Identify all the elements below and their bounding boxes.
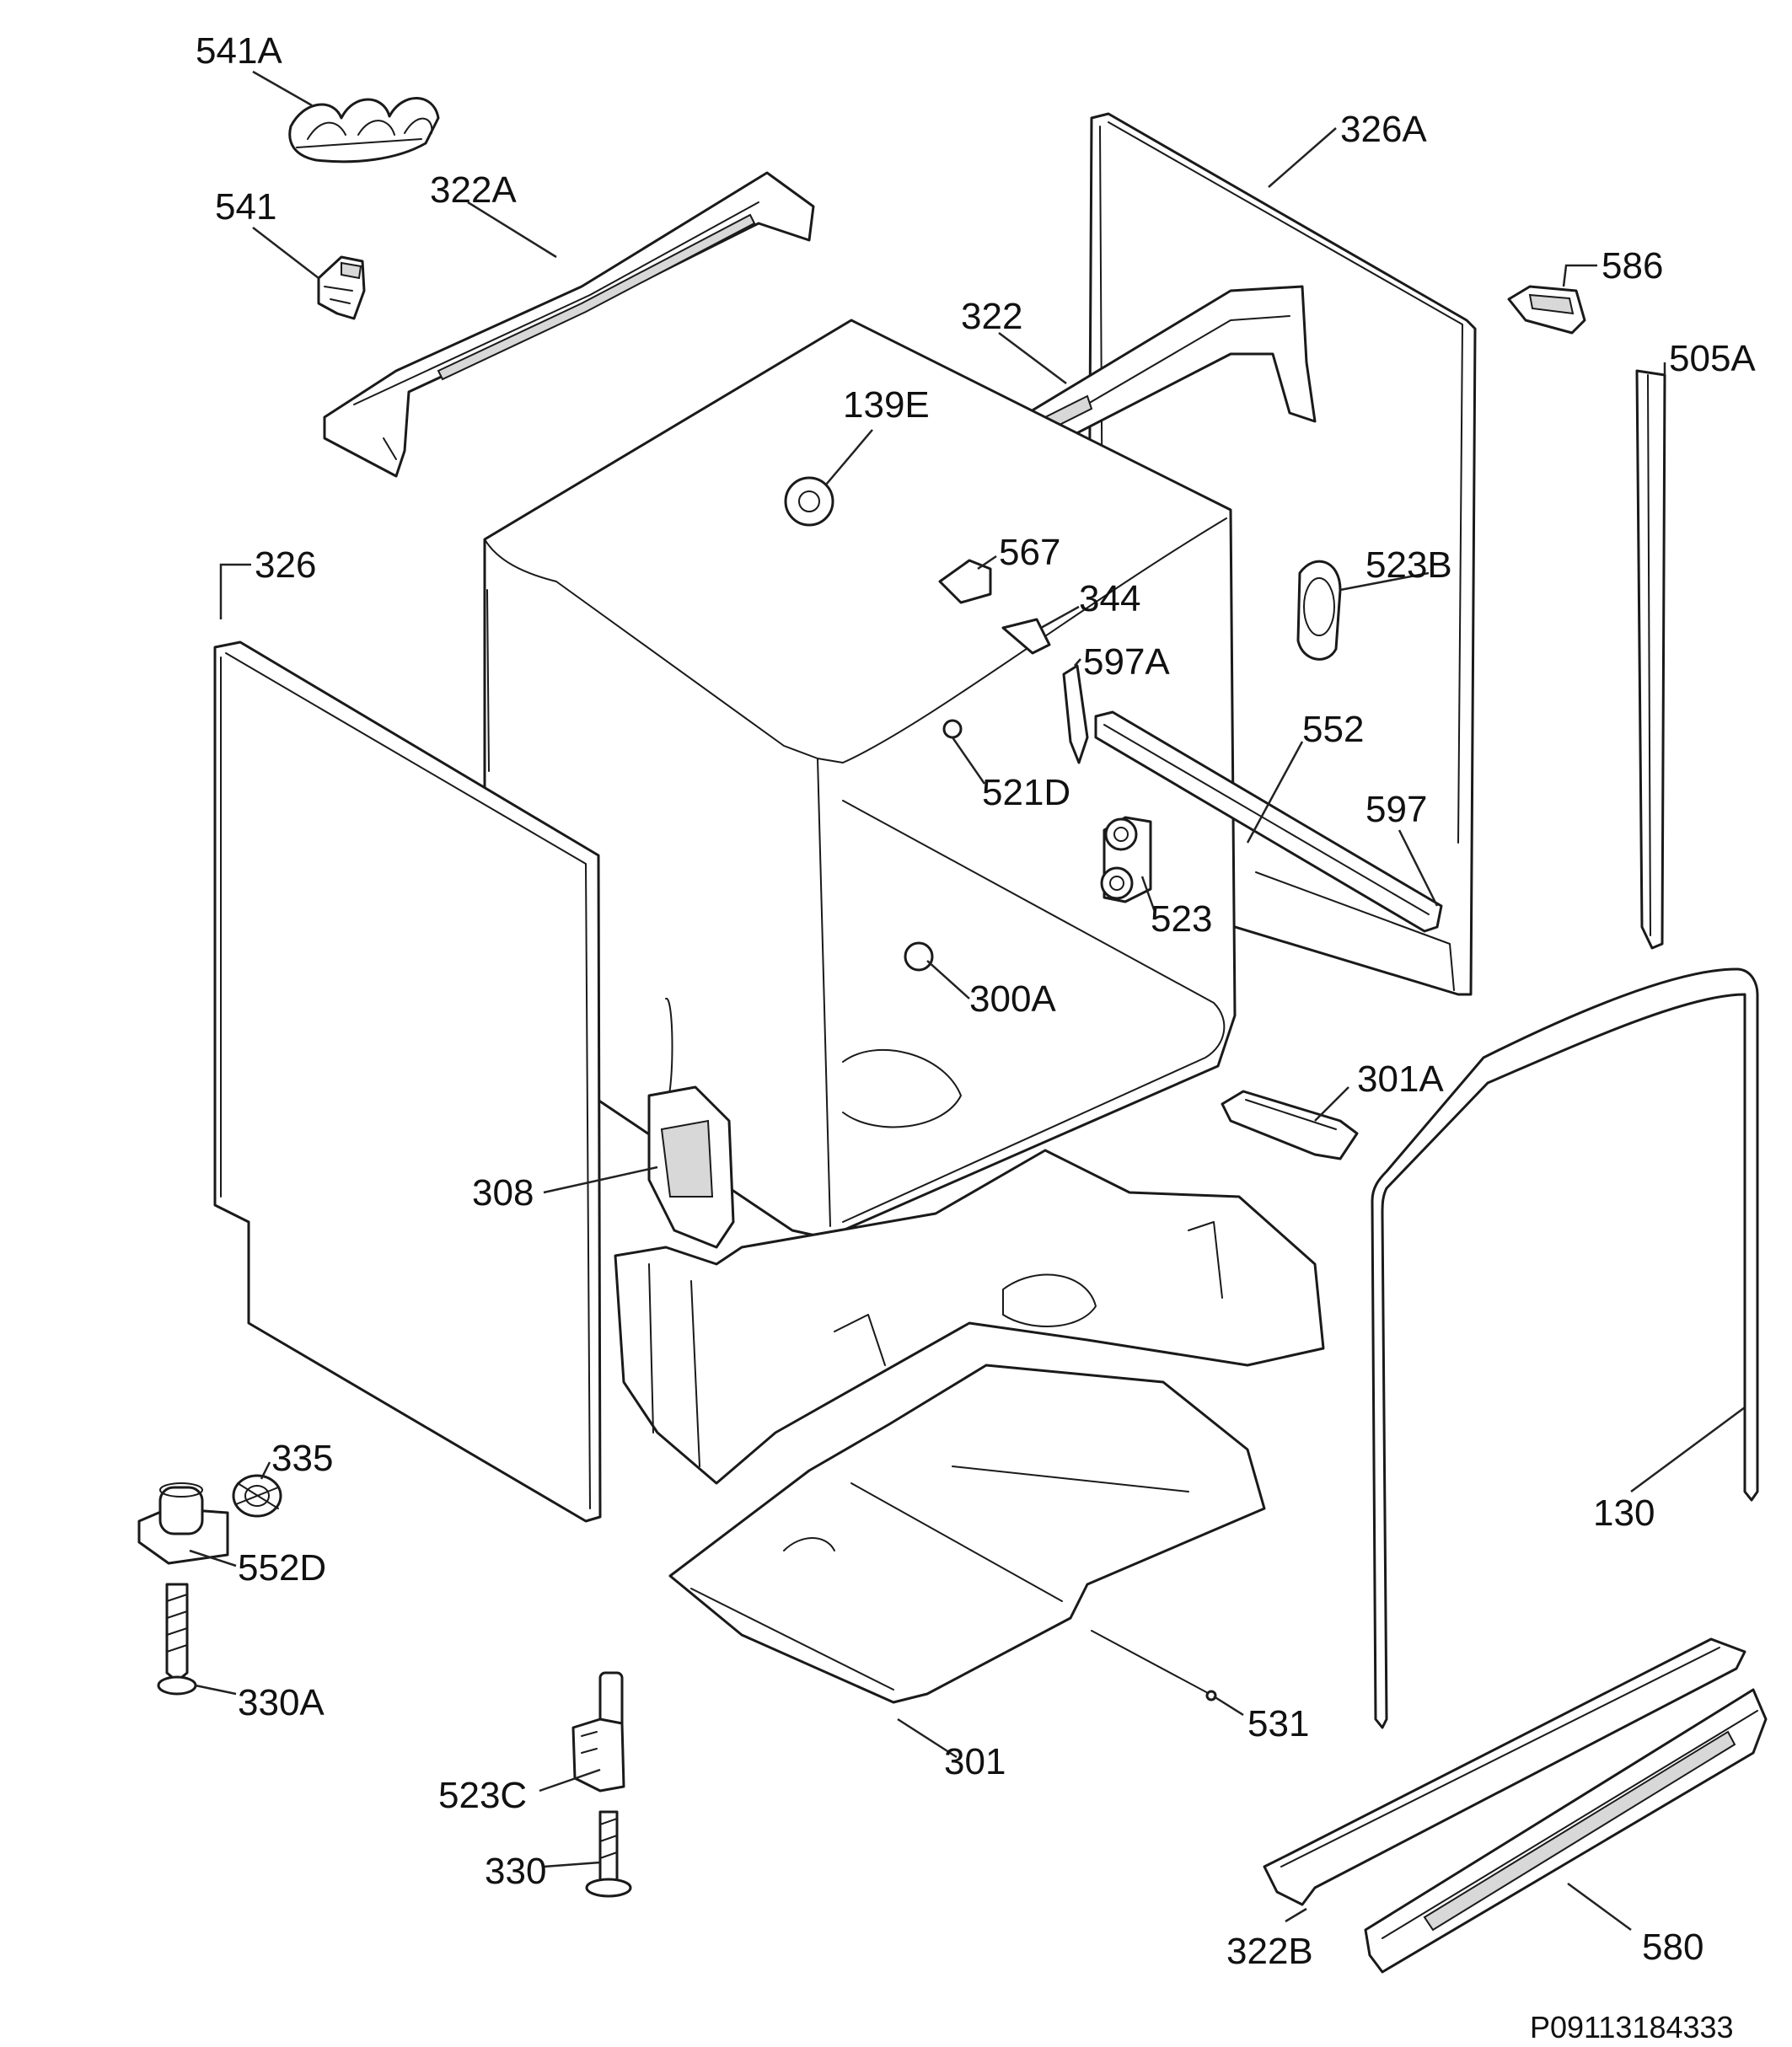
callout-330: 330 xyxy=(485,1851,546,1892)
callout-567: 567 xyxy=(999,532,1060,573)
callout-335: 335 xyxy=(271,1438,333,1479)
callout-505A: 505A xyxy=(1669,338,1756,379)
part-523C-foot xyxy=(571,1671,625,1792)
callout-541: 541 xyxy=(215,186,276,228)
part-552-rail xyxy=(1094,710,1443,933)
part-597A-pin xyxy=(1062,664,1089,764)
callout-552: 552 xyxy=(1302,709,1364,750)
part-base-plinth xyxy=(614,1149,1325,1485)
callout-521D: 521D xyxy=(982,772,1070,813)
callout-322: 322 xyxy=(961,296,1022,337)
callout-326A: 326A xyxy=(1340,109,1427,150)
callout-597: 597 xyxy=(1365,789,1427,830)
callout-322B: 322B xyxy=(1226,1931,1313,1972)
part-580-rail xyxy=(1364,1688,1768,1974)
callout-139E: 139E xyxy=(843,384,930,426)
callout-552D: 552D xyxy=(238,1547,326,1589)
callout-531: 531 xyxy=(1247,1703,1309,1744)
callout-344: 344 xyxy=(1079,578,1140,619)
callout-130: 130 xyxy=(1593,1492,1655,1534)
callout-580: 580 xyxy=(1642,1926,1703,1968)
part-344-clip xyxy=(1001,618,1051,655)
callout-586: 586 xyxy=(1602,245,1663,287)
reference-code: P09113184333 xyxy=(1530,2010,1734,2044)
part-531-rod xyxy=(1091,1630,1217,1701)
part-301-tray xyxy=(668,1364,1266,1704)
part-335-gear xyxy=(232,1474,282,1518)
callout-541A: 541A xyxy=(196,30,282,72)
part-322A-top-rail xyxy=(323,171,815,478)
callout-301: 301 xyxy=(944,1741,1006,1782)
part-523-connectors xyxy=(1100,816,1152,903)
leader-lines xyxy=(189,70,1746,1932)
part-330A-screw xyxy=(157,1583,197,1696)
part-552D-motor xyxy=(137,1482,229,1565)
part-541A-clips xyxy=(288,97,440,163)
callout-523C: 523C xyxy=(438,1775,527,1816)
callout-523B: 523B xyxy=(1365,544,1452,586)
callout-523: 523 xyxy=(1151,898,1212,940)
part-130-seal xyxy=(1371,967,1759,1729)
callout-labels: 541A 541 322A 326A 586 322 505A 139E 326… xyxy=(196,30,1756,2044)
part-301A-cover xyxy=(1221,1090,1359,1160)
callout-597A: 597A xyxy=(1083,641,1170,683)
callout-330A: 330A xyxy=(238,1682,325,1723)
part-322B-rail xyxy=(1263,1637,1746,1906)
part-308-hinge xyxy=(647,997,735,1249)
callout-326: 326 xyxy=(255,544,316,586)
part-523B-grommet xyxy=(1296,560,1342,661)
part-tub xyxy=(483,319,1237,1241)
callout-308: 308 xyxy=(472,1172,534,1214)
part-505A-strip xyxy=(1635,369,1666,950)
part-586-bracket xyxy=(1507,285,1586,335)
part-567-clip xyxy=(938,559,992,604)
part-326-left-panel xyxy=(213,640,602,1523)
part-330-screw xyxy=(585,1810,632,1898)
callout-301A: 301A xyxy=(1357,1058,1444,1100)
callout-300A: 300A xyxy=(969,978,1056,1020)
part-541-bracket xyxy=(317,255,366,320)
callout-322A: 322A xyxy=(430,169,517,211)
